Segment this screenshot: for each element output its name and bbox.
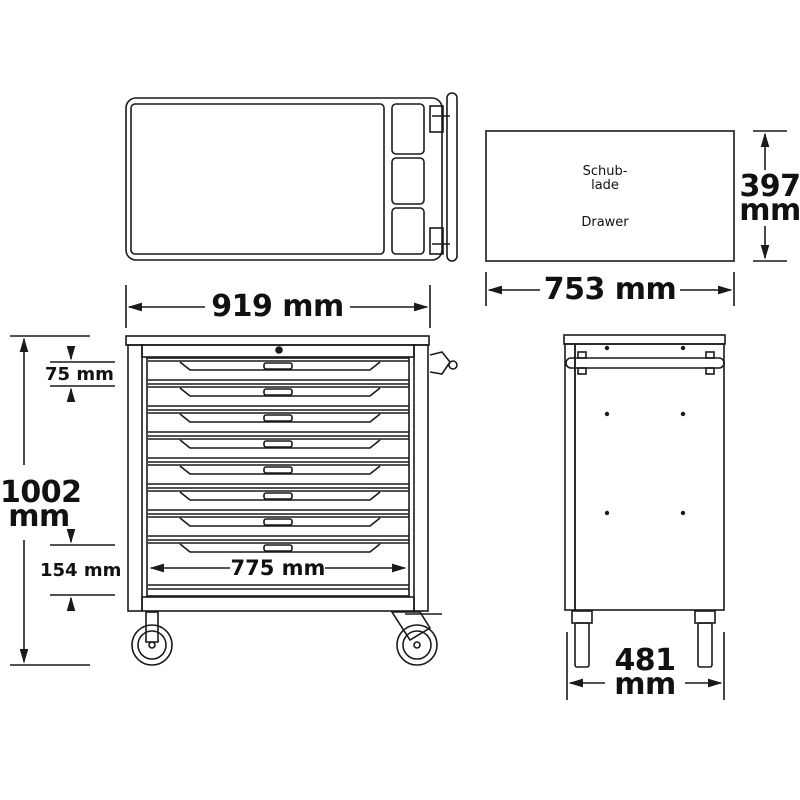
top-view: [125, 92, 458, 262]
drawer-fronts: [148, 360, 409, 590]
drawer-width-label: 753 mm: [543, 272, 677, 307]
side-depth-unit: mm: [614, 667, 676, 702]
front-width-dimension: [125, 285, 431, 328]
drawer-label-de-1: Schub-: [582, 164, 628, 179]
drawer-depth-value: 397: [739, 169, 800, 204]
side-depth-value: 481: [614, 643, 676, 678]
drawer-label-en: Drawer: [581, 215, 629, 230]
height-dimensions: [10, 335, 115, 666]
height-unit: mm: [8, 499, 70, 534]
side-caster-left: [571, 610, 593, 668]
drawer-inner-width-label: 775 mm: [230, 556, 326, 580]
front-view: [125, 335, 458, 666]
drawer-small-height-label: 75 mm: [45, 364, 114, 385]
drawer-inner-view: [485, 130, 787, 306]
caster-left: [131, 611, 173, 666]
drawer-label-de-2: lade: [591, 178, 619, 193]
side-caster-right: [694, 610, 716, 668]
front-width-label: 919 mm: [211, 289, 344, 324]
caster-right: [390, 611, 442, 666]
drawer-large-height-label: 154 mm: [40, 560, 122, 581]
drawer-depth-unit: mm: [739, 193, 800, 228]
side-view: [563, 334, 726, 700]
height-value: 1002: [0, 475, 82, 510]
